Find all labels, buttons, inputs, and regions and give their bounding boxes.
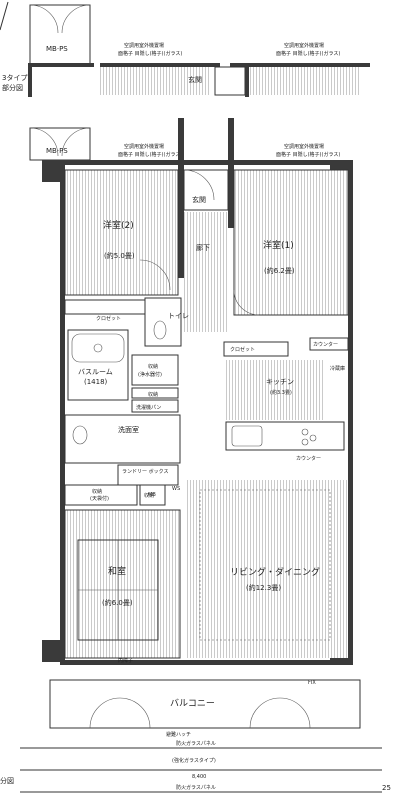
fridge-label: 冷蔵庫 [330,365,345,372]
closet-w2-label: クロゼット [96,315,121,322]
entrance-top-label: 玄関 [188,75,202,84]
japanese-size: (約6.0畳) [102,598,133,607]
western1-name: 洋室(1) [263,239,294,251]
glass-panel-top: 防火ガラスパネル [176,740,216,747]
ac-left-main-sub: 面格子 目隠し(格子)(ガラス) [118,151,182,158]
fix-label: FIX [308,680,316,686]
ac-left-top-label: 空調用室外機置場 [124,42,164,49]
storage3-label: 収納 [92,488,102,495]
counter-top-label: カウンター [313,341,338,348]
ac-right-main-label: 空調用室外機置場 [284,143,324,150]
living-size: (約12.3畳) [246,583,281,592]
toilet-label: トイレ [168,312,189,320]
ac-right-top-label: 空調用室外機置場 [284,42,324,49]
kitchen-name: キッチン [266,378,294,386]
balcony-area: バルコニー 避難ハッチ 防火ガラスパネル (強化ガラスタイプ) 8,400 防火… [0,679,391,793]
living-name: リビング・ダイニング [230,566,320,578]
western2-size: (約5.0畳) [104,251,135,260]
page-number: 25 [382,784,391,792]
kitchen-size: (約3.3畳) [270,389,292,396]
laundry-box-label: ランドリー ボックス [122,468,168,475]
ac-right-main-sub: 面格子 目隠し(格子)(ガラス) [276,151,340,158]
partial-label: 部分図 [2,83,23,92]
western2-name: 洋室(2) [103,219,134,231]
closet-w1-label: クロゼット [230,346,255,353]
partial-label-bottom: 分図 [0,776,14,785]
mb-label: MB [148,492,156,498]
glass-panel-mid: (強化ガラスタイプ) [172,757,216,764]
inner-sash-label: 内障子 [118,657,133,664]
storage2-label: 収納 [148,391,158,398]
ac-left-main-label: 空調用室外機置場 [124,143,164,150]
ac-left-top-sub: 面格子 目隠し(格子)(ガラス) [118,50,182,57]
japanese-name: 和室 [108,565,126,577]
glass-panel-bottom: 防火ガラスパネル [176,784,216,791]
dimension-total: 8,400 [192,774,206,780]
washroom-label: 洗面室 [118,425,139,434]
ws-label: WS [172,486,180,492]
ac-right-top-sub: 面格子 目隠し(格子)(ガラス) [276,50,340,57]
entrance-label: 玄関 [192,195,206,204]
emergency-hatch-label: 避難ハッチ [166,731,191,738]
counter-bottom-label: カウンター [296,455,321,462]
bathroom-size: (1418) [84,378,108,386]
western1-size: (約6.2畳) [264,266,295,275]
balcony-label: バルコニー [170,698,215,709]
washer-pan-label: 洗濯機パン [136,404,161,411]
mbps-main-label: MB·PS [46,147,68,155]
mbps-top-label: MB·PS [46,45,68,53]
partial-view-top: MB·PS 空調用室外機置場 面格子 目隠し(格子)(ガラス) 空調用室外機置場… [0,0,402,100]
hallway-label: 廊下 [196,243,210,252]
storage4-label: 収納 [144,492,154,499]
storage3-sub: (天袋付) [90,495,109,502]
storage1-sub: (浄水器付) [138,371,162,378]
bathroom-name: バスルーム [78,368,113,376]
main-plan: MB·PS 空調用室外機置場 面格子 目隠し(格子)(ガラス) 空調用室外機置場… [29,118,353,686]
storage1-label: 収納 [148,363,158,370]
type-label: 3タイプ [2,73,27,82]
